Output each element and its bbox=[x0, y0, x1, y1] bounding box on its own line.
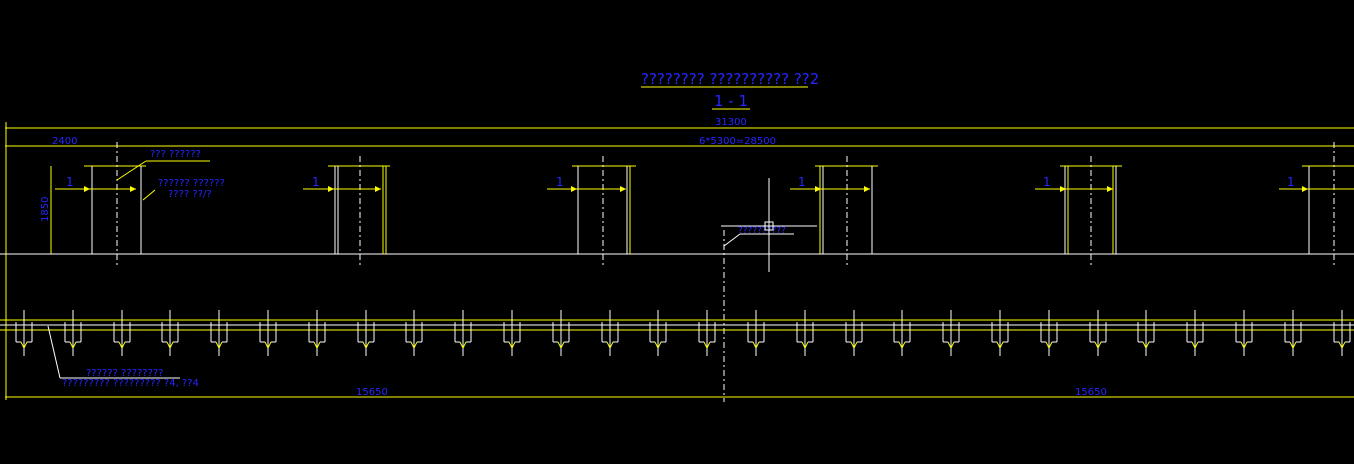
frame-6[interactable]: 1 bbox=[1279, 142, 1354, 265]
purlin-symbol bbox=[942, 310, 960, 356]
purlin-symbol bbox=[893, 310, 911, 356]
half-dimension-left: 15650 bbox=[356, 387, 388, 398]
purlin-symbol bbox=[64, 310, 82, 356]
span-dimension: 6*5300=28500 bbox=[699, 136, 776, 147]
section-mark-3: 1 bbox=[556, 175, 564, 189]
purlin-symbol bbox=[113, 310, 131, 356]
half-dimension-right: 15650 bbox=[1075, 387, 1107, 398]
purlin-symbol bbox=[357, 310, 375, 356]
purlin-symbol bbox=[1235, 310, 1253, 356]
end-dimension: 2400 bbox=[52, 136, 77, 147]
section-mark-2: 1 bbox=[312, 175, 320, 189]
section-mark-1: 1 bbox=[66, 175, 74, 189]
frame-4[interactable]: 1 bbox=[790, 156, 878, 265]
frame-2[interactable]: 1 bbox=[303, 156, 390, 265]
purlin-symbol bbox=[1284, 310, 1302, 356]
purlin-symbol bbox=[1333, 310, 1351, 356]
frame-1[interactable]: 1 bbox=[55, 142, 210, 265]
crosshair-cursor-icon[interactable] bbox=[721, 178, 817, 272]
purlin-symbol bbox=[308, 310, 326, 356]
note-top: ??? ?????? bbox=[150, 149, 201, 160]
purlin-symbol bbox=[698, 310, 716, 356]
note-mid-2: ???? ??/? bbox=[168, 189, 212, 200]
purlin-symbol bbox=[747, 310, 765, 356]
note-mid-1: ?????? ?????? bbox=[158, 178, 225, 189]
purlin-symbol bbox=[601, 310, 619, 356]
bottom-note-1: ?????? ???????? bbox=[86, 368, 164, 379]
purlin-symbol bbox=[1089, 310, 1107, 356]
purlin-symbol bbox=[991, 310, 1009, 356]
total-dimension: 31300 bbox=[715, 117, 747, 128]
frame-3[interactable]: 1 bbox=[547, 156, 636, 265]
cursor-note-leader bbox=[723, 233, 741, 247]
bottom-note-leader bbox=[47, 325, 61, 379]
purlin-symbol bbox=[845, 310, 863, 356]
cursor-note: ?????????? bbox=[738, 226, 786, 236]
height-dimension: 1850 bbox=[40, 197, 51, 222]
purlin-symbol bbox=[649, 310, 667, 356]
section-mark-4: 1 bbox=[798, 175, 806, 189]
purlin-symbol bbox=[1040, 310, 1058, 356]
section-mark-5: 1 bbox=[1043, 175, 1051, 189]
purlin-symbol bbox=[1186, 310, 1204, 356]
purlin-symbol bbox=[552, 310, 570, 356]
purlin-symbol bbox=[1137, 310, 1155, 356]
purlin-row bbox=[15, 310, 1351, 356]
purlin-symbol bbox=[503, 310, 521, 356]
purlin-symbol bbox=[454, 310, 472, 356]
section-mark-6: 1 bbox=[1287, 175, 1295, 189]
purlin-symbol bbox=[15, 310, 33, 356]
frame-5[interactable]: 1 bbox=[1035, 156, 1122, 265]
drawing-title: ???????? ?????????? ??2 bbox=[641, 70, 819, 88]
purlin-symbol bbox=[259, 310, 277, 356]
purlin-symbol bbox=[161, 310, 179, 356]
bottom-note-2: ????????? ????????? ?4, ??4 bbox=[62, 378, 199, 389]
purlin-symbol bbox=[405, 310, 423, 356]
section-label: 1 - 1 bbox=[714, 92, 748, 110]
purlin-symbol bbox=[796, 310, 814, 356]
purlin-symbol bbox=[210, 310, 228, 356]
